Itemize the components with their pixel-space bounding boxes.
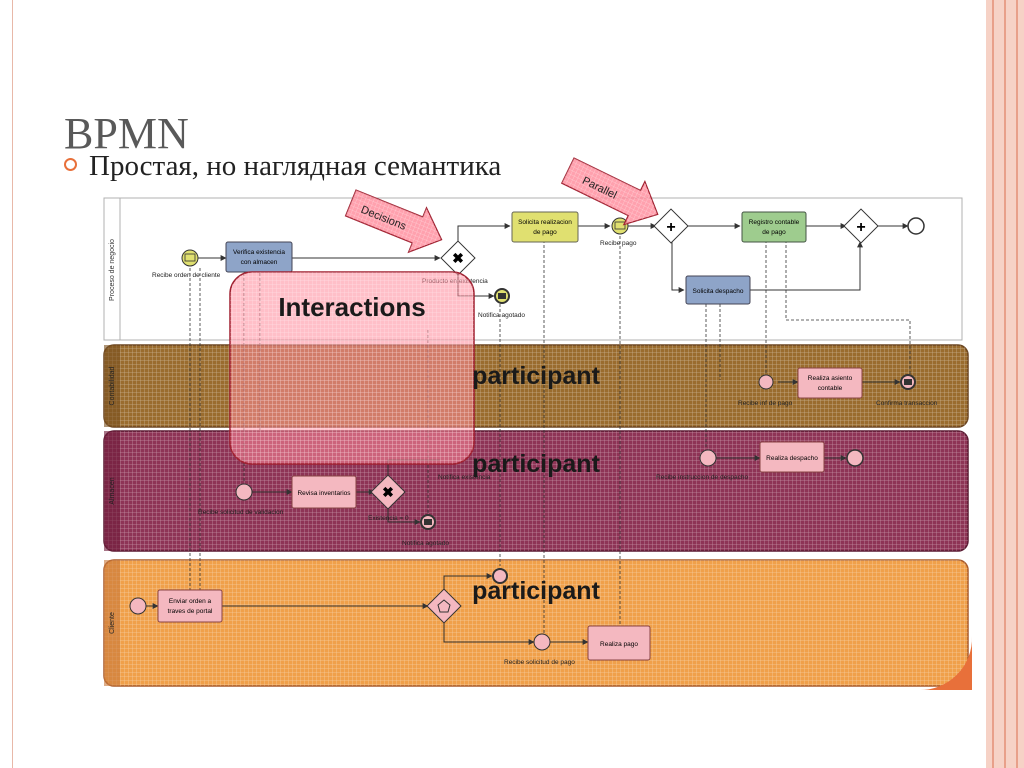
task-realiza-asiento-line1: Realiza asiento (808, 375, 853, 382)
gateway-parallel-1 (653, 208, 689, 244)
event-recibe-instruccion (699, 449, 717, 467)
envelope-icon (614, 221, 626, 230)
task-solicita-despacho-label: Solicita despacho (693, 288, 744, 295)
gateway-parallel-2 (843, 208, 879, 244)
task-realiza-pago (587, 625, 651, 661)
gateway-exclusive-1 (440, 240, 476, 276)
gateway-parallel-2-icon: + (856, 219, 865, 236)
label-recibe-inf: Recibe inf de pago (738, 400, 793, 407)
task-revisa (291, 475, 357, 509)
tasks: Verifica existencia con almacen Solicita… (157, 211, 863, 661)
frame-left-line (12, 0, 13, 768)
callout-interactions: Interactions (278, 292, 425, 322)
task-registro-line1: Registro contable (749, 219, 800, 226)
envelope-filled-icon (424, 519, 432, 525)
gateway-exclusive-1-icon: ✖ (452, 250, 464, 266)
task-enviar-line2: traves de portal (168, 608, 213, 615)
label-recibe-pago: Recibe pago (600, 240, 637, 247)
sequence-flows (146, 223, 909, 645)
event-end-main (907, 217, 925, 235)
lane-cliente-header (104, 560, 120, 686)
callout-decisions: Decisions (344, 189, 443, 254)
callout-participant-3: participant (472, 577, 600, 605)
label-notifica-agotado: Notifica agotado (478, 312, 525, 319)
event-end-almacen (846, 449, 864, 467)
event-recibe-orden (181, 249, 199, 267)
task-verifica-line1: Verifica existencia (233, 249, 285, 256)
lane-contabilidad-header (104, 345, 120, 427)
event-recibe-solicitud-pago (533, 633, 551, 651)
task-realiza-asiento-line2: contable (818, 385, 843, 392)
event-notifica-existencia-cliente (492, 568, 508, 584)
callout-interactions-texture (230, 272, 474, 464)
task-registro (741, 211, 807, 243)
label-notifica-existencia: Notifica existencia (438, 474, 491, 481)
gateways: ✖ + + ✖ (370, 208, 879, 624)
slide-title: BPMN (64, 109, 189, 158)
label-recibe-solicitud: Recibe solicitud de validacion (198, 509, 284, 516)
bullet-icon (64, 157, 77, 171)
task-verifica-line2: con almacen (241, 259, 278, 266)
event-recibe-inf (758, 374, 774, 390)
task-realiza-asiento (797, 367, 863, 399)
task-registro-line2: de pago (762, 229, 786, 236)
label-recibe-solicitud-pago: Recibe solicitud de pago (504, 659, 575, 666)
gateway-event-based-icon (437, 599, 451, 613)
label-recibe-instruccion: Recibe instruccion de despacho (656, 474, 749, 481)
callout-participant-2: participant (472, 450, 600, 478)
callout-parallel-texture (561, 158, 658, 225)
lane-almacen-label: Almacen (109, 477, 116, 504)
frame-line (992, 0, 994, 768)
label-existencia: Existencia = 0 (368, 515, 409, 522)
callout-participant-1: participant (472, 362, 600, 390)
task-enviar (157, 589, 223, 623)
gateway-exclusive-2-icon: ✖ (382, 484, 394, 500)
task-solicita-pago (511, 211, 579, 243)
frame-line (1004, 0, 1006, 768)
callout-parallel: Parallel (560, 157, 659, 226)
events (129, 217, 925, 651)
gateway-exclusive-2 (370, 474, 406, 510)
label-recibe-orden: Recibe orden de cliente (152, 272, 221, 279)
envelope-filled-icon (498, 293, 506, 299)
task-solicita-pago-line1: Solicita realizacion (518, 219, 572, 226)
event-recibe-solicitud (235, 483, 253, 501)
gateway-parallel-1-icon: + (666, 219, 675, 236)
pool-main-label: Proceso de negocio (109, 239, 116, 301)
envelope-filled-icon (904, 379, 912, 385)
corner-accent (918, 636, 973, 691)
frame-line (1016, 0, 1018, 768)
callout-decisions-texture (345, 190, 442, 253)
task-solicita-pago-line2: de pago (533, 229, 557, 236)
task-enviar-line1: Enviar orden a (169, 598, 212, 605)
lane-almacen-header (104, 431, 120, 551)
task-verifica (225, 241, 293, 273)
task-realiza-pago-label: Realiza pago (600, 641, 638, 648)
bullet-text: Простая, но наглядная семантика (89, 150, 502, 182)
lane-contabilidad-label: Contabilidad (109, 366, 116, 405)
lane-cliente-label: Cliente (109, 612, 116, 634)
task-solicita-despacho (685, 275, 751, 305)
event-start-cliente (129, 597, 147, 615)
task-revisa-label: Revisa inventarios (297, 490, 351, 497)
slide-bullet: Простая, но наглядная семантика (64, 150, 501, 183)
task-realiza-despacho-label: Realiza despacho (766, 455, 818, 462)
gateway-event-based (426, 588, 462, 624)
lane-cliente-texture (104, 560, 968, 686)
envelope-icon (184, 253, 196, 262)
label-confirma: Confirma transaccion (876, 400, 938, 407)
label-notifica-agotado-2: Notifica agotado (402, 540, 449, 547)
task-realiza-despacho (759, 441, 825, 473)
